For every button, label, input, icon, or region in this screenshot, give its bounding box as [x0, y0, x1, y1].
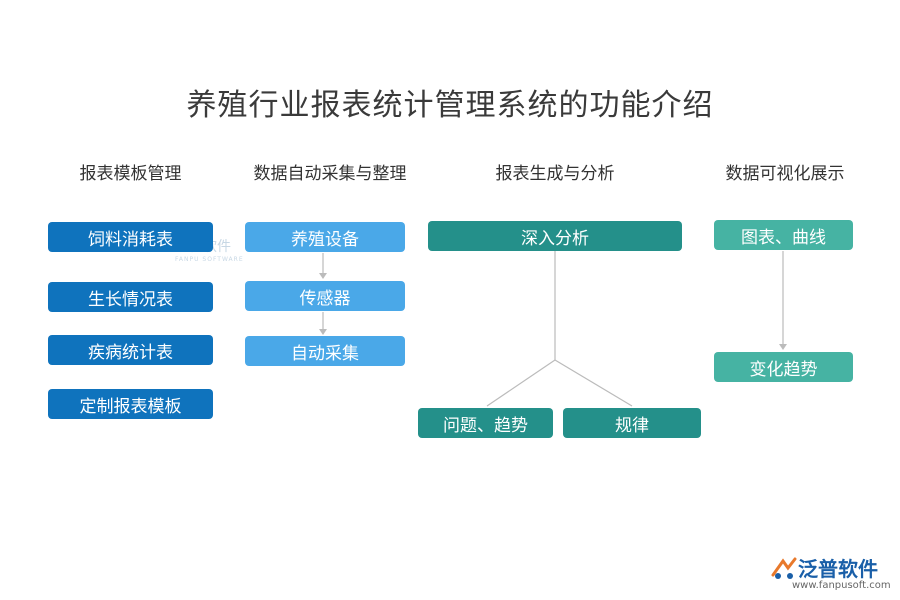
node-breeding-equipment: 养殖设备 [245, 222, 405, 252]
column-heading-report-analysis: 报表生成与分析 [495, 164, 615, 184]
node-sensor: 传感器 [245, 281, 405, 311]
column-heading-report-templates: 报表模板管理 [79, 164, 182, 184]
logo-url: www.fanpusoft.com [792, 580, 891, 591]
column-heading-visualization: 数据可视化展示 [725, 164, 845, 184]
node-feed-consumption: 饲料消耗表 [48, 222, 213, 252]
arrowhead-sensor [319, 273, 327, 279]
node-auto-collection: 自动采集 [245, 336, 405, 366]
node-change-trend: 变化趋势 [714, 352, 853, 382]
arrowhead-trend [779, 344, 787, 350]
node-issues-trends: 问题、趋势 [418, 408, 553, 438]
watermark-sub: FANPU SOFTWARE [175, 256, 244, 263]
node-deep-analysis: 深入分析 [428, 221, 682, 251]
node-growth-status: 生长情况表 [48, 282, 213, 312]
node-custom-template: 定制报表模板 [48, 389, 213, 419]
page-title: 养殖行业报表统计管理系统的功能介绍 [186, 88, 714, 123]
node-charts-curves: 图表、曲线 [714, 220, 853, 250]
logo-icon [771, 557, 797, 579]
node-disease-stats: 疾病统计表 [48, 335, 213, 365]
arrowhead-collect [319, 329, 327, 335]
connector-analysis-left [486, 359, 556, 407]
column-heading-data-collection: 数据自动采集与整理 [253, 164, 407, 184]
node-patterns: 规律 [563, 408, 701, 438]
brand-logo: 泛普软件 [770, 553, 878, 582]
connector-analysis-right [554, 359, 633, 407]
logo-name: 泛普软件 [798, 557, 878, 581]
